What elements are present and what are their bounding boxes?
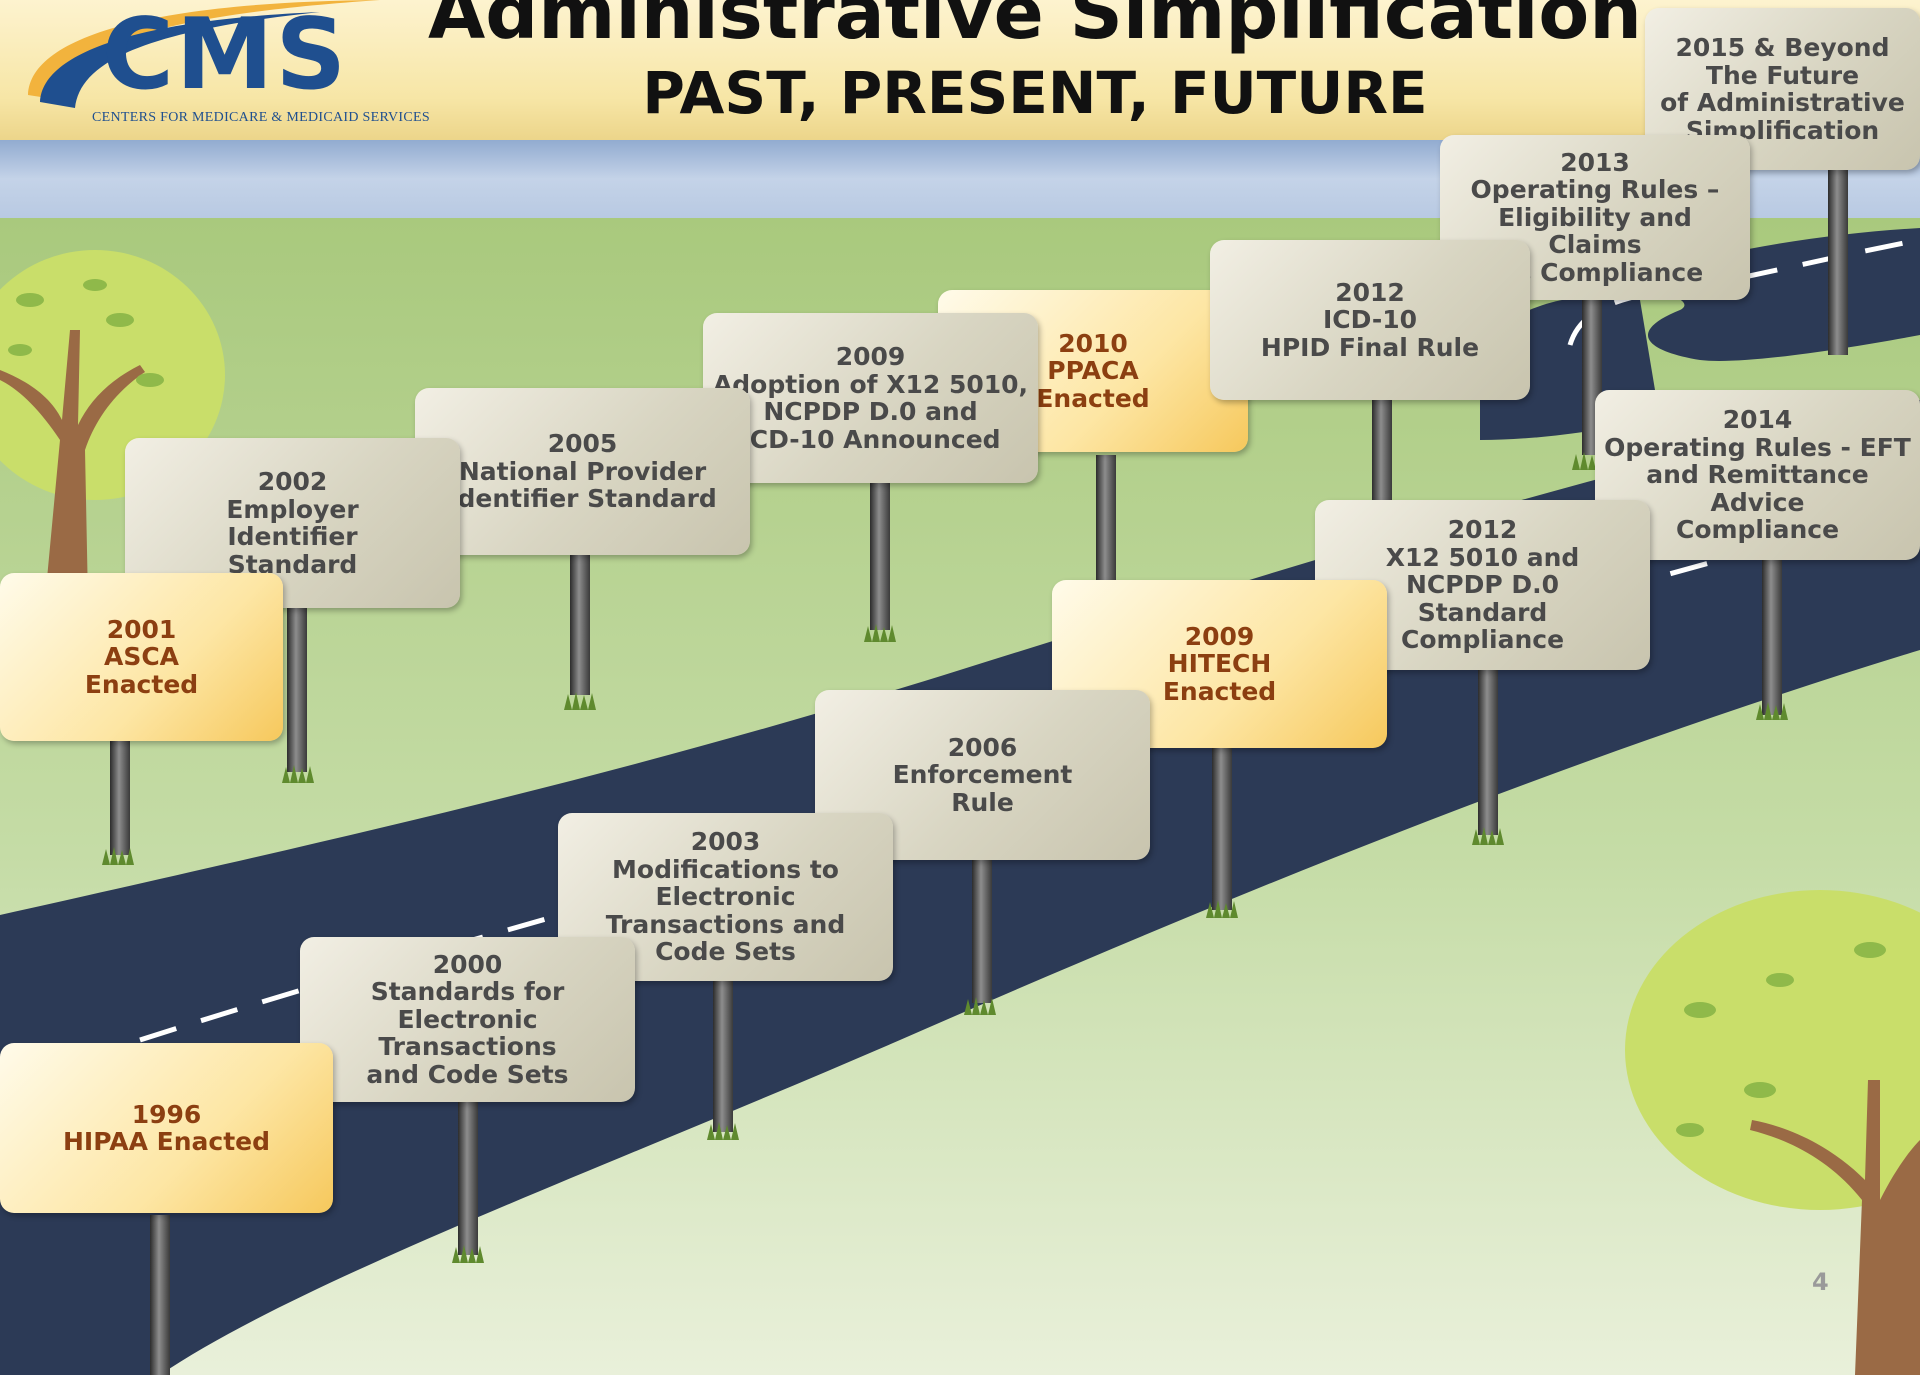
grass-tuft-icon bbox=[1472, 827, 1504, 845]
sign-post bbox=[1096, 455, 1116, 580]
milestone-sign-2001: 2001 ASCA Enacted bbox=[0, 573, 283, 741]
milestone-text: Operating Rules - EFT bbox=[1604, 432, 1911, 462]
grass-tuft-icon bbox=[564, 692, 596, 710]
grass-tuft-icon bbox=[964, 997, 996, 1015]
page-title: Administrative Simplification bbox=[428, 0, 1642, 56]
milestone-year: 2005 bbox=[547, 429, 618, 459]
milestone-sign-2000: 2000 Standards for Electronic Transactio… bbox=[300, 937, 635, 1102]
milestone-sign-2009-x12: 2009 Adoption of X12 5010, NCPDP D.0 and… bbox=[703, 313, 1038, 483]
grass-tuft-icon bbox=[452, 1245, 484, 1263]
milestone-text: HITECH bbox=[1167, 649, 1272, 679]
grass-tuft-icon bbox=[1206, 900, 1238, 918]
milestone-text: PPACA bbox=[1047, 356, 1139, 386]
milestone-text: Code Sets bbox=[655, 937, 796, 967]
logo-swoosh-icon bbox=[28, 0, 380, 108]
grass-tuft-icon bbox=[282, 765, 314, 783]
milestone-text: Enacted bbox=[1162, 676, 1277, 706]
logo-subtitle: CENTERS FOR MEDICARE & MEDICAID SERVICES bbox=[92, 110, 430, 125]
milestone-year: 2010 bbox=[1058, 328, 1128, 358]
sign-post bbox=[287, 607, 307, 772]
milestone-year: 2015 & Beyond bbox=[1675, 33, 1890, 62]
milestone-text: Standard bbox=[1417, 597, 1548, 627]
milestone-text: The Future bbox=[1705, 60, 1860, 90]
milestone-year: 1996 bbox=[131, 1099, 202, 1129]
milestone-text: Electronic Transactions bbox=[378, 1004, 557, 1062]
milestone-text: Adoption of X12 5010, bbox=[712, 369, 1029, 399]
milestone-text: Rule bbox=[951, 787, 1014, 817]
milestone-sign-1996: 1996 HIPAA Enacted bbox=[0, 1043, 333, 1213]
grass-tuft-icon bbox=[1756, 702, 1788, 720]
milestone-text: Enacted bbox=[1036, 383, 1150, 413]
milestone-year: 2009 bbox=[835, 342, 906, 371]
milestone-text: Eligibility and Claims bbox=[1498, 202, 1692, 260]
milestone-sign-2005: 2005 National Provider Identifier Standa… bbox=[415, 388, 750, 555]
milestone-text: of Administrative bbox=[1660, 88, 1905, 117]
right-tree-trunk bbox=[1750, 1080, 1920, 1375]
sign-post bbox=[1212, 745, 1232, 910]
milestone-sign-2012-icd10: 2012 ICD-10 HPID Final Rule bbox=[1210, 240, 1530, 400]
milestone-text: Identifier Standard bbox=[448, 484, 717, 514]
milestone-text: ASCA bbox=[103, 642, 180, 672]
milestone-text: Transactions and bbox=[605, 909, 846, 939]
milestone-sign-2009-hitech: 2009 HITECH Enacted bbox=[1052, 580, 1387, 748]
milestone-year: 2001 bbox=[106, 614, 177, 644]
milestone-text: Enacted bbox=[84, 669, 199, 699]
milestone-text: HIPAA Enacted bbox=[62, 1127, 271, 1156]
grass-tuft-icon bbox=[864, 624, 896, 642]
sign-post bbox=[570, 555, 590, 695]
milestone-text: ICD-10 Announced bbox=[740, 424, 1001, 454]
milestone-text: X12 5010 and bbox=[1385, 542, 1580, 572]
milestone-year: 2012 bbox=[1335, 277, 1405, 307]
milestone-year: 2013 bbox=[1560, 147, 1630, 177]
cms-logo: CMS CENTERS FOR MEDICARE & MEDICAID SERV… bbox=[20, 0, 440, 135]
milestone-text: and Remittance Advice bbox=[1646, 460, 1869, 517]
milestone-text: ICD-10 bbox=[1322, 305, 1418, 335]
milestone-year: 2012 bbox=[1447, 515, 1518, 545]
grass-tuft-icon bbox=[707, 1122, 739, 1140]
right-tree-leaves bbox=[1676, 942, 1886, 1137]
left-tree-leaves bbox=[8, 279, 164, 387]
milestone-year: 2002 bbox=[257, 467, 328, 496]
sign-post bbox=[458, 1100, 478, 1255]
milestone-text: NCPDP D.0 and bbox=[763, 397, 978, 426]
sign-post bbox=[1478, 665, 1498, 835]
sign-post bbox=[972, 860, 992, 1003]
milestone-year: 2014 bbox=[1722, 405, 1793, 435]
sign-post bbox=[1762, 555, 1782, 715]
logo-text: CMS bbox=[102, 0, 349, 112]
page-number: 4 bbox=[1812, 1268, 1829, 1296]
grass-tuft-icon bbox=[102, 847, 134, 865]
milestone-year: 2009 bbox=[1184, 621, 1255, 651]
sign-post bbox=[1372, 400, 1392, 510]
sign-post bbox=[870, 480, 890, 630]
milestone-text: Compliance bbox=[1400, 625, 1565, 655]
milestone-text: Identifier bbox=[227, 522, 358, 551]
milestone-text: Enforcement bbox=[892, 760, 1073, 790]
page-subtitle: PAST, PRESENT, FUTURE bbox=[642, 59, 1428, 127]
milestone-text: NCPDP D.0 bbox=[1405, 570, 1559, 600]
sign-post bbox=[150, 1215, 170, 1375]
milestone-text: Operating Rules – bbox=[1470, 175, 1720, 205]
milestone-text: Standards for bbox=[370, 977, 565, 1007]
sign-post bbox=[110, 740, 130, 855]
milestone-text: and Code Sets bbox=[366, 1059, 569, 1089]
milestone-year: 2000 bbox=[432, 949, 503, 979]
milestone-text: HPID Final Rule bbox=[1260, 332, 1480, 362]
milestone-text: Employer bbox=[226, 494, 359, 524]
milestone-year: 2006 bbox=[947, 732, 1018, 762]
milestone-text: National Provider bbox=[458, 456, 707, 486]
left-tree-canopy bbox=[0, 250, 225, 500]
milestone-sign-2003: 2003 Modifications to Electronic Transac… bbox=[558, 813, 893, 981]
header-banner: CMS CENTERS FOR MEDICARE & MEDICAID SERV… bbox=[0, 0, 1920, 140]
sign-post bbox=[713, 980, 733, 1132]
milestone-text: Modifications to bbox=[612, 854, 839, 884]
milestone-text: Electronic bbox=[655, 882, 796, 912]
sign-post bbox=[1828, 170, 1848, 355]
milestone-text: Compliance bbox=[1675, 515, 1840, 545]
milestone-year: 2003 bbox=[690, 827, 761, 857]
left-tree-trunk bbox=[0, 330, 145, 600]
